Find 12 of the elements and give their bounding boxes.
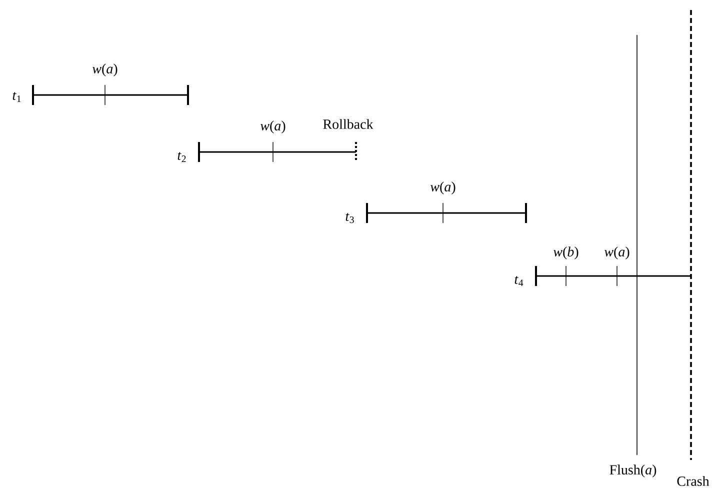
event-label: Rollback — [323, 119, 374, 129]
operation-label: w(a) — [260, 120, 286, 134]
event-label: Flush(a) — [610, 464, 656, 478]
operation-label: w(a) — [430, 182, 456, 194]
operation-label: w(a) — [604, 246, 630, 260]
operation-label: w(b) — [554, 246, 578, 260]
transaction-label: t$_{4}$ — [514, 276, 524, 286]
transaction-label: t$_{2}$ — [178, 152, 186, 162]
operation-label: w(a) — [92, 64, 118, 76]
event-label: Crash — [677, 476, 710, 486]
transaction-label: t$_{3}$ — [346, 212, 354, 224]
transaction-label: t$_{1}$ — [12, 92, 21, 102]
